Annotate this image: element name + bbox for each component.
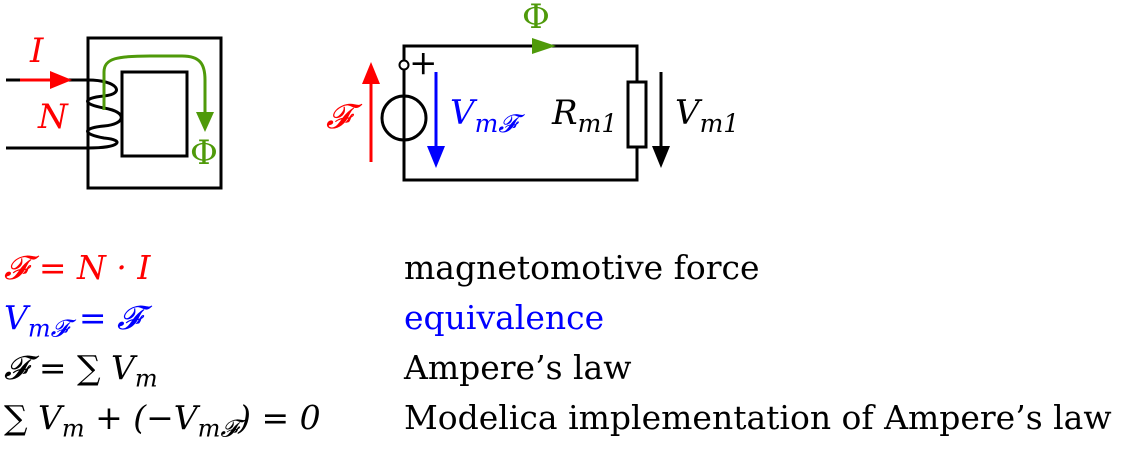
- turns-label: N: [37, 97, 69, 137]
- mmf-label: 𝓕: [326, 97, 363, 137]
- plus-label: +: [409, 43, 438, 83]
- description-modelica: Modelica implementation of Ampere’s law: [404, 398, 1112, 437]
- core-inner: [120, 70, 189, 158]
- equation-modelica: ∑ Vm + (−Vm𝓕) = 0: [4, 398, 321, 443]
- description-ampere: Ampere’s law: [404, 348, 632, 387]
- flux-path: [102, 54, 207, 116]
- circuit-flux-label: Φ: [522, 0, 550, 37]
- resistor-label: Rm1: [551, 93, 617, 138]
- equation-mmf: 𝓕 = N · I: [4, 248, 151, 287]
- reluctance-resistor: [626, 80, 648, 149]
- coil-flux-label: Φ: [190, 133, 218, 173]
- core-outer: [86, 36, 223, 190]
- resistor-voltage-arrow-head: [652, 146, 670, 168]
- equation-equivalence: Vm𝓕 = 𝓕: [4, 298, 142, 343]
- mmf-arrow-head: [362, 62, 380, 84]
- resistor-voltage-label: Vm1: [675, 93, 739, 138]
- terminal-pin: [398, 59, 410, 71]
- flux-arrow-head: [196, 112, 214, 132]
- equation-ampere: 𝓕 = ∑ Vm: [4, 348, 158, 393]
- description-equivalence: equivalence: [404, 298, 605, 337]
- circuit-flux-arrow: [532, 38, 556, 54]
- current-label: I: [29, 31, 44, 71]
- source-voltage-label: Vm𝓕: [450, 93, 525, 138]
- coil-windings: [86, 78, 123, 150]
- equivalent-circuit: [362, 38, 670, 182]
- coil-diagram: [6, 36, 223, 190]
- current-arrow-head: [50, 71, 72, 89]
- source-voltage-arrow-head: [427, 146, 445, 168]
- description-mmf: magnetomotive force: [404, 248, 760, 287]
- circuit-wire: [402, 44, 639, 182]
